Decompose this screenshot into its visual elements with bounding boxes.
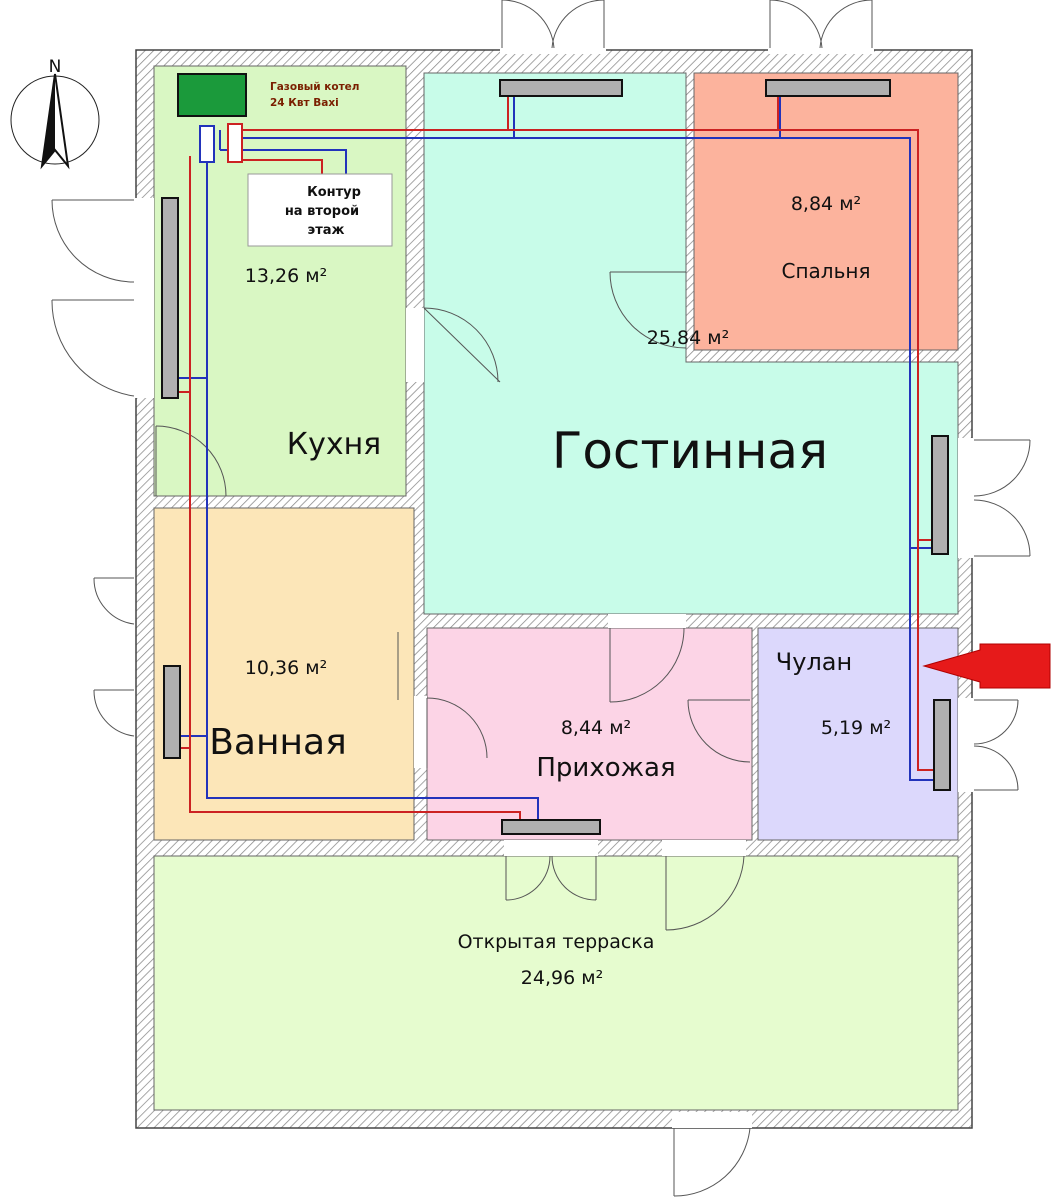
- living-outline: [423, 72, 959, 615]
- bathroom-name: Ванная: [209, 722, 347, 763]
- boiler-label-1: Газовый котел: [270, 81, 359, 93]
- second-floor-label-2: на второй: [285, 204, 359, 219]
- doors: [51, 0, 1031, 1197]
- room-bedroom: [693, 72, 959, 351]
- gas-inlet-arrow-icon: [922, 643, 1051, 689]
- radiator-bathroom: [163, 665, 181, 759]
- room-terrace: [153, 855, 959, 1111]
- second-floor-label-3: этаж: [308, 223, 345, 238]
- second-floor-label-1: Контур: [307, 185, 361, 200]
- bathroom-area: 10,36 м²: [245, 657, 327, 679]
- room-living-bottom: [424, 362, 958, 614]
- terrace-name: Открытая терраска: [458, 931, 655, 953]
- pantry-name: Чулан: [776, 648, 852, 676]
- room-living-top: [424, 73, 686, 363]
- compass: N: [10, 57, 100, 170]
- room-pantry: [757, 627, 959, 841]
- boiler-valve-right: [227, 123, 243, 163]
- living-area: 25,84 м²: [647, 327, 729, 349]
- kitchen-name: Кухня: [287, 427, 381, 462]
- terrace-area: 24,96 м²: [521, 967, 603, 989]
- compass-label: N: [49, 57, 62, 77]
- hallway-area: 8,44 м²: [561, 717, 631, 739]
- radiator-living-top: [499, 79, 623, 97]
- living-name: Гостинная: [552, 422, 828, 480]
- bedroom-name: Спальня: [782, 259, 871, 283]
- radiator-bedroom-top: [765, 79, 891, 97]
- hallway-name: Прихожая: [536, 753, 675, 783]
- radiator-pantry: [933, 699, 951, 791]
- second-floor-box: [247, 173, 393, 247]
- radiator-hallway: [501, 819, 601, 835]
- boiler-valve-left: [199, 125, 215, 163]
- radiators: [161, 79, 951, 835]
- boiler-label-2: 24 Квт Baxi: [270, 97, 339, 109]
- radiator-living-right: [931, 435, 949, 555]
- boiler: [177, 73, 247, 117]
- return-pipes: [178, 96, 934, 824]
- kitchen-area: 13,26 м²: [245, 265, 327, 287]
- radiator-kitchen: [161, 197, 179, 399]
- room-bathroom: [153, 507, 415, 841]
- compass-needle-shadow: [42, 74, 55, 166]
- pantry-area: 5,19 м²: [821, 717, 891, 739]
- bedroom-area: 8,84 м²: [791, 193, 861, 215]
